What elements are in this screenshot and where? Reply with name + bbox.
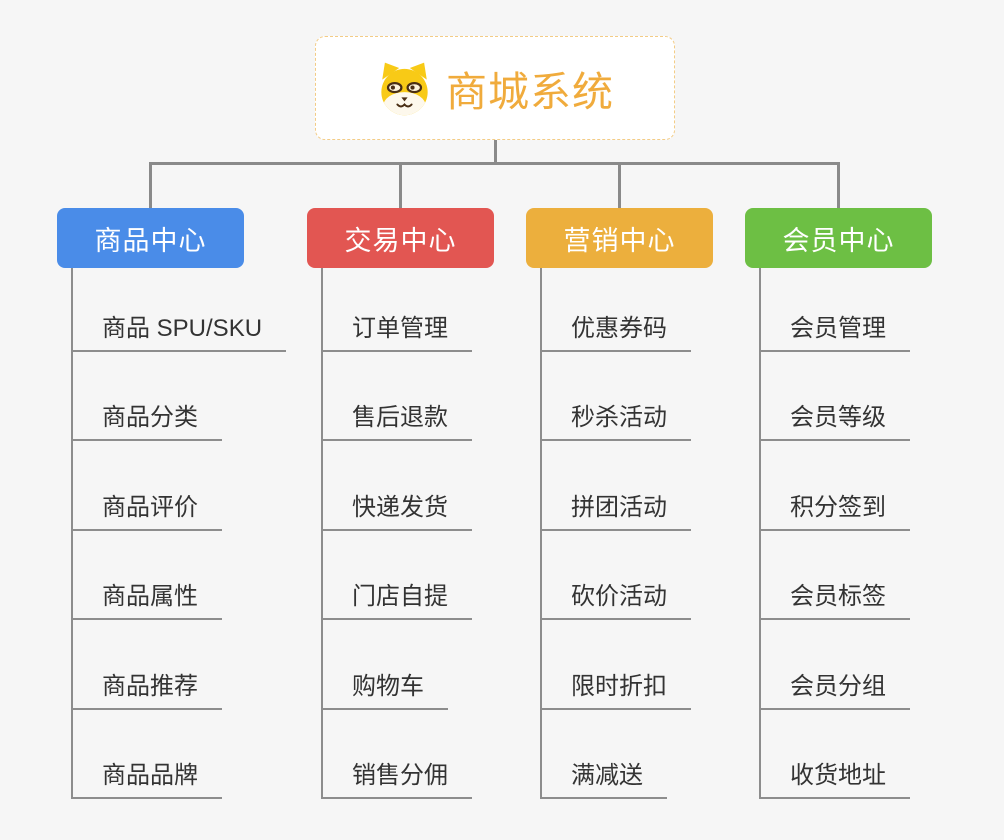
leaf-node[interactable]: 商品属性 (71, 582, 222, 620)
leaf-node[interactable]: 拼团活动 (540, 493, 691, 531)
leaf-node[interactable]: 门店自提 (321, 582, 472, 620)
leaf-node[interactable]: 优惠券码 (540, 314, 691, 352)
branch-trade-center: 交易中心 订单管理 售后退款 快递发货 门店自提 购物车 销售分佣 (307, 208, 494, 808)
leaf-node[interactable]: 商品推荐 (71, 672, 222, 710)
branch-node-member-center[interactable]: 会员中心 (745, 208, 932, 268)
branch-marketing-center: 营销中心 优惠券码 秒杀活动 拼团活动 砍价活动 限时折扣 满减送 (526, 208, 713, 808)
branch-product-center: 商品中心 商品 SPU/SKU 商品分类 商品评价 商品属性 商品推荐 商品品牌 (57, 208, 287, 808)
connector-branch-line (71, 268, 73, 799)
connector-horizontal-bar (149, 162, 840, 165)
root-node[interactable]: 商城系统 (315, 36, 675, 140)
branch-node-marketing-center[interactable]: 营销中心 (526, 208, 713, 268)
leaf-node[interactable]: 会员等级 (759, 403, 910, 441)
leaf-node[interactable]: 商品评价 (71, 493, 222, 531)
connector-branch-line (321, 268, 323, 799)
leaf-node[interactable]: 积分签到 (759, 493, 910, 531)
leaf-node[interactable]: 商品分类 (71, 403, 222, 441)
leaf-node[interactable]: 收货地址 (759, 761, 910, 799)
connector-branch-line (540, 268, 542, 799)
leaf-node[interactable]: 购物车 (321, 672, 448, 710)
leaf-node[interactable]: 售后退款 (321, 403, 472, 441)
leaf-node[interactable]: 商品 SPU/SKU (71, 314, 287, 352)
leaf-node[interactable]: 商品品牌 (71, 761, 222, 799)
leaf-node[interactable]: 销售分佣 (321, 761, 472, 799)
branch-member-center: 会员中心 会员管理 会员等级 积分签到 会员标签 会员分组 收货地址 (745, 208, 932, 808)
dog-face-icon (376, 60, 433, 117)
leaf-node[interactable]: 会员分组 (759, 672, 910, 710)
branch-node-trade-center[interactable]: 交易中心 (307, 208, 494, 268)
branch-node-product-center[interactable]: 商品中心 (57, 208, 244, 268)
connector-drop-marketing (618, 163, 621, 209)
leaf-node[interactable]: 会员管理 (759, 314, 910, 352)
leaf-node[interactable]: 秒杀活动 (540, 403, 691, 441)
root-node-title: 商城系统 (446, 69, 614, 115)
leaf-node[interactable]: 快递发货 (321, 493, 472, 531)
connector-branch-line (759, 268, 761, 799)
connector-drop-product (149, 163, 152, 209)
connector-drop-member (837, 163, 840, 209)
connector-drop-trade (399, 163, 402, 209)
leaf-node[interactable]: 砍价活动 (540, 582, 691, 620)
leaf-node[interactable]: 会员标签 (759, 582, 910, 620)
connector-root-stem (494, 140, 497, 165)
leaf-node[interactable]: 订单管理 (321, 314, 472, 352)
leaf-node[interactable]: 满减送 (540, 761, 667, 799)
leaf-node[interactable]: 限时折扣 (540, 672, 691, 710)
